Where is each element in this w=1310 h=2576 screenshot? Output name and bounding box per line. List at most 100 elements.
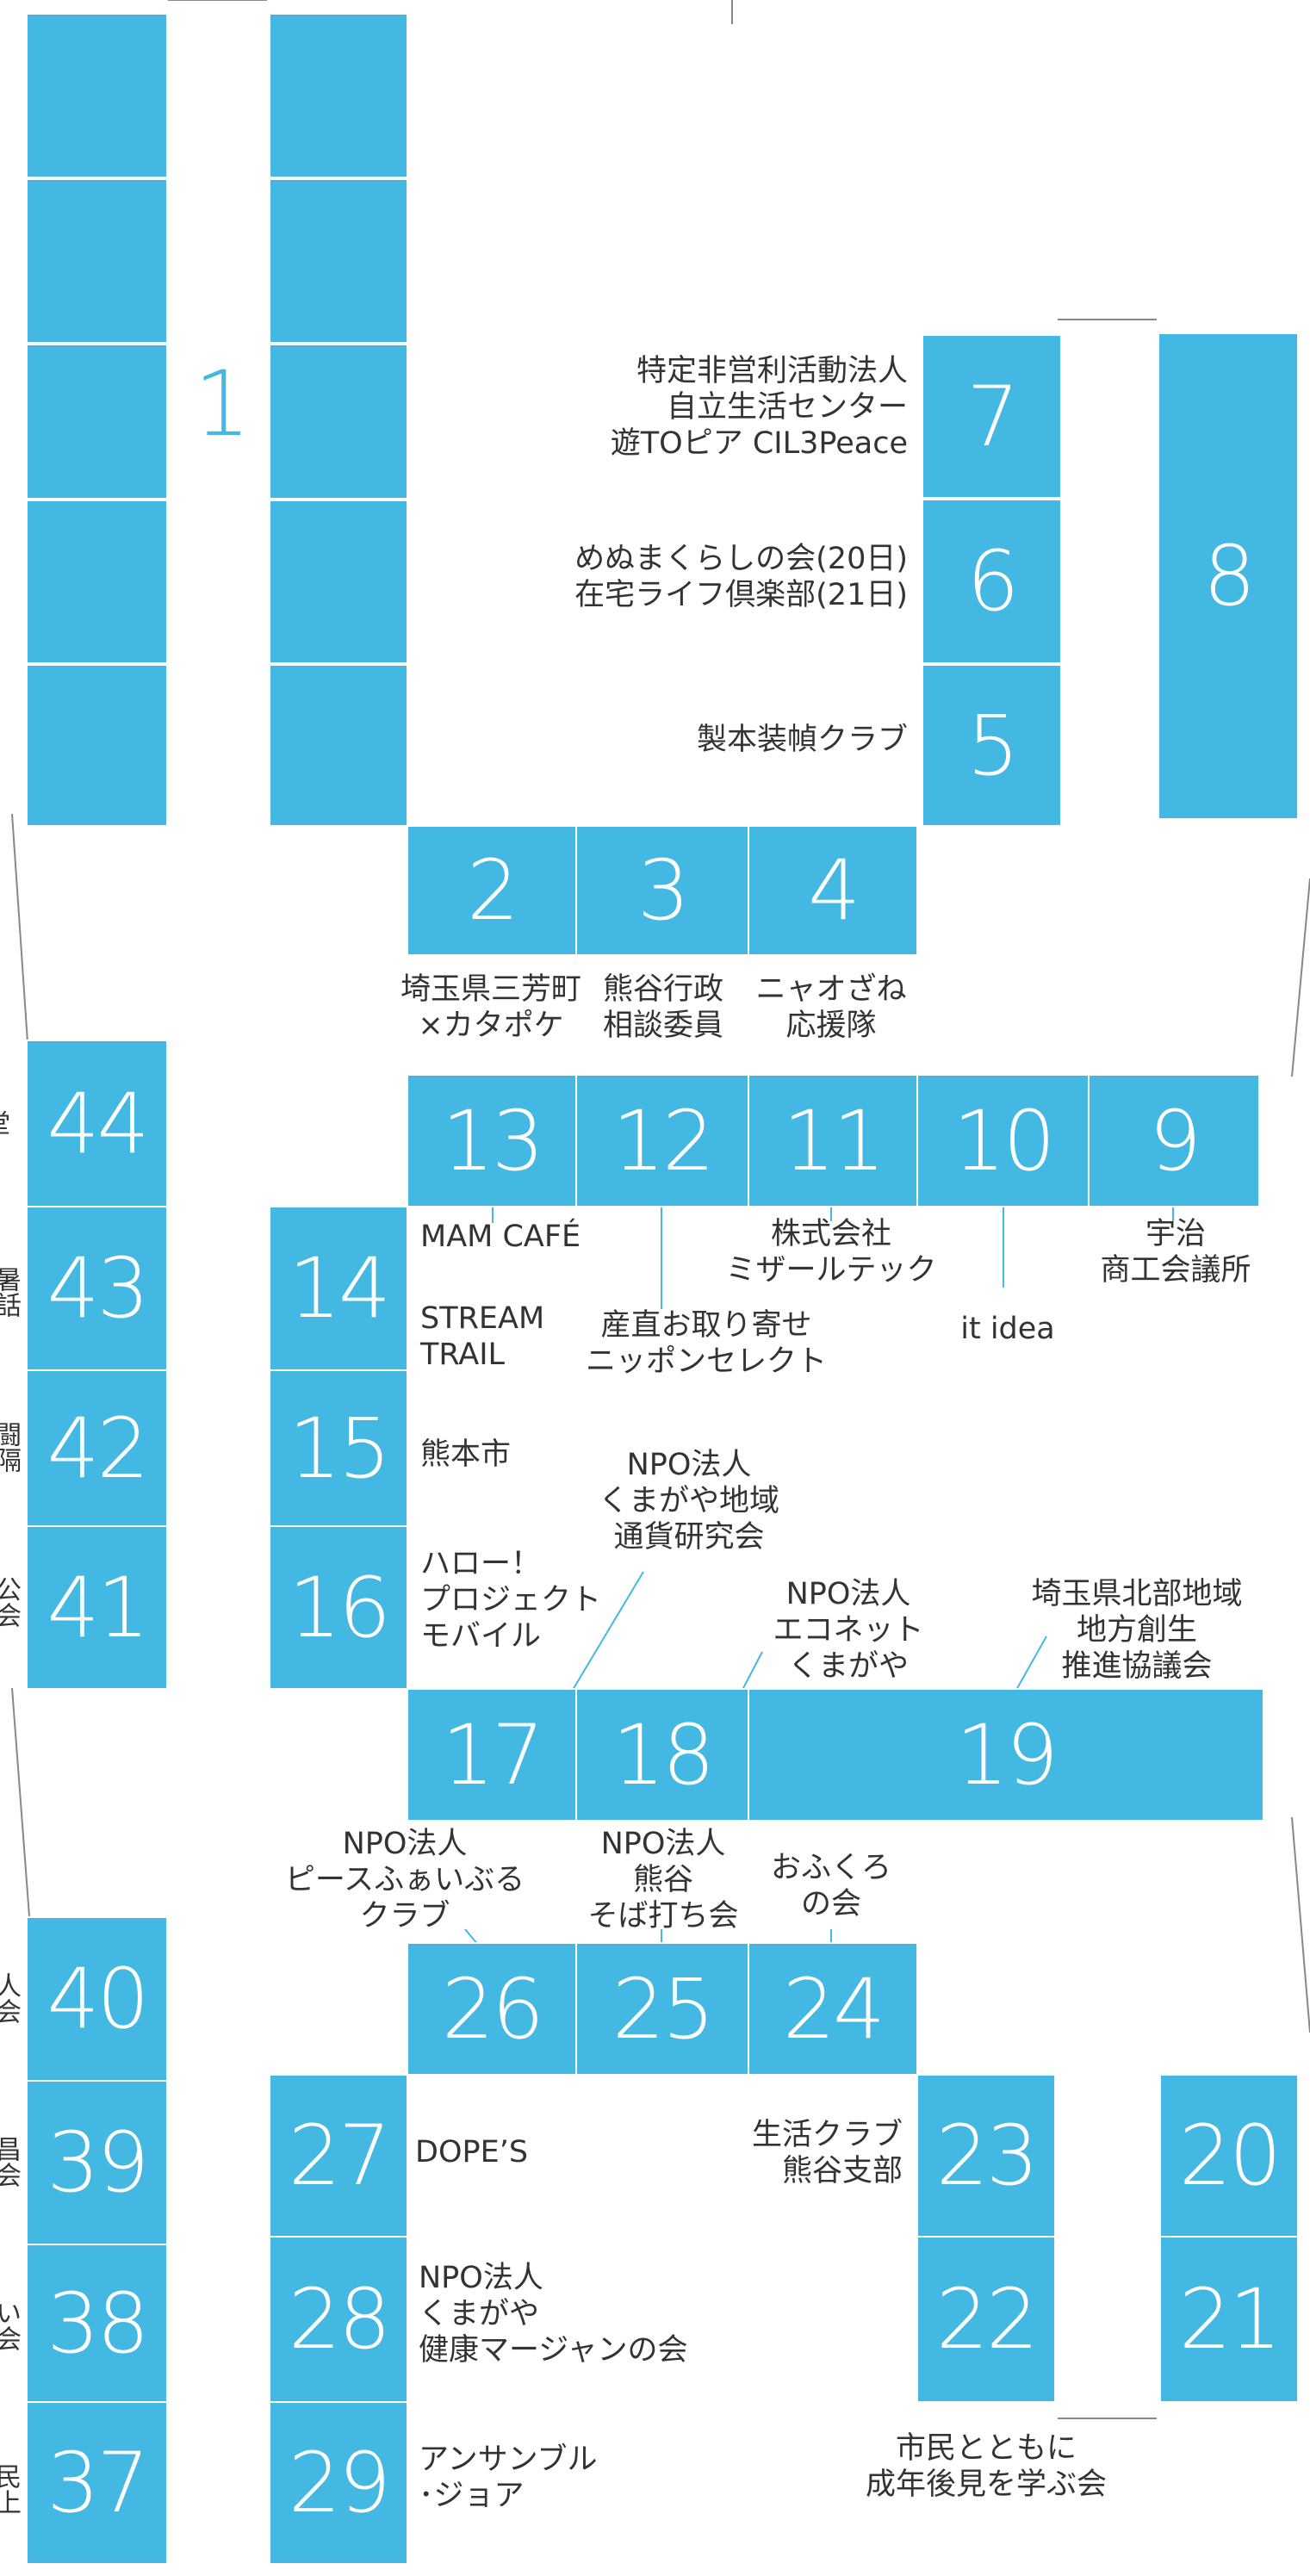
exhibitor-label-28: NPO法人 くまがや 健康マージャンの会: [419, 2261, 688, 2368]
cut-label-43: 暑話: [0, 1266, 21, 1318]
booth-number: 11: [782, 1092, 885, 1189]
booth-number: 4: [807, 842, 860, 939]
booth-16[interactable]: 16: [269, 1525, 408, 1690]
booth-number: 2: [466, 842, 519, 939]
booth-3[interactable]: 3: [575, 825, 749, 956]
exhibitor-label-26: NPO法人 ピースふぁいぶる クラブ: [284, 1827, 525, 1934]
booth-area1-5[interactable]: [269, 664, 408, 827]
exhibitor-label-16: ハロー！ プロジェクト モバイル: [420, 1547, 602, 1654]
booth-28[interactable]: 28: [269, 2236, 408, 2403]
booth-area1-2[interactable]: [269, 178, 408, 344]
booth-12[interactable]: 12: [575, 1074, 749, 1207]
booth-15[interactable]: 15: [269, 1369, 408, 1527]
booth-area1-3[interactable]: [269, 344, 408, 500]
booth-number: 14: [288, 1240, 391, 1337]
booth-5[interactable]: 5: [922, 664, 1062, 827]
exhibitor-label-22: 市民とともに 成年後見を学ぶ会: [865, 2431, 1107, 2502]
booth-left-col-1[interactable]: [26, 13, 168, 178]
booth-41[interactable]: 41: [26, 1525, 168, 1690]
booth-number: 18: [612, 1706, 715, 1803]
booth-area1-4[interactable]: [269, 500, 408, 664]
exhibitor-label-4: ニャオざね 応援隊: [755, 972, 907, 1043]
exhibitor-label-7: 特定非営利活動法人 自立生活センター 遊TOピア CIL3Peace: [610, 354, 908, 461]
booth-42[interactable]: 42: [26, 1369, 168, 1527]
booth-22[interactable]: 22: [916, 2236, 1056, 2403]
booth-8[interactable]: 8: [1159, 334, 1297, 818]
exhibitor-label-5: 製本装幀クラブ: [696, 723, 908, 757]
booth-number: 9: [1148, 1092, 1201, 1189]
booth-number: 38: [47, 2275, 149, 2372]
booth-number: 44: [47, 1075, 149, 1172]
exhibitor-label-12: 産直お取り寄せ ニッポンセレクト: [585, 1308, 827, 1379]
leader-18: [742, 1651, 763, 1691]
exhibitor-label-6: めぬまくらしの会(20日) 在宅ライフ倶楽部(21日): [574, 542, 908, 612]
booth-left-col-4[interactable]: [26, 500, 168, 664]
booth-number: 27: [288, 2107, 391, 2204]
area-number-1: 1: [194, 351, 251, 456]
booth-26[interactable]: 26: [407, 1942, 577, 2076]
exhibitor-label-27: DOPE’S: [415, 2135, 529, 2169]
exhibitor-label-13: MAM CAFÉ: [420, 1220, 581, 1254]
exhibitor-label-29: アンサンブル ･ジョア: [419, 2443, 598, 2513]
cut-label-39: 昌会: [0, 2136, 21, 2188]
booth-18[interactable]: 18: [575, 1688, 749, 1822]
booth-left-col-3[interactable]: [26, 344, 168, 500]
booth-number: 23: [935, 2107, 1039, 2204]
booth-number: 37: [47, 2435, 149, 2531]
booth-left-col-5[interactable]: [26, 664, 168, 827]
booth-40[interactable]: 40: [26, 1916, 168, 2082]
booth-4[interactable]: 4: [748, 825, 918, 956]
booth-number: 21: [1178, 2271, 1282, 2368]
booth-6[interactable]: 6: [922, 499, 1062, 664]
booth-number: 26: [441, 1960, 544, 2058]
booth-7[interactable]: 7: [922, 334, 1062, 499]
booth-number: 43: [47, 1240, 149, 1337]
booth-number: 28: [288, 2271, 391, 2368]
booth-38[interactable]: 38: [26, 2244, 168, 2403]
exhibitor-label-10: it idea: [960, 1312, 1055, 1346]
booth-24[interactable]: 24: [748, 1942, 918, 2076]
exhibitor-label-18: NPO法人 エコネット くまがや: [773, 1577, 924, 1684]
booth-29[interactable]: 29: [269, 2401, 408, 2565]
booth-17[interactable]: 17: [407, 1688, 577, 1822]
wall-left-upper: [11, 813, 28, 1043]
booth-number: 5: [966, 697, 1019, 794]
booth-19[interactable]: 19: [748, 1688, 1264, 1822]
booth-14[interactable]: 14: [269, 1206, 408, 1371]
exhibitor-label-15: 熊本市: [420, 1437, 512, 1472]
booth-44[interactable]: 44: [26, 1040, 168, 1207]
booth-number: 41: [47, 1559, 149, 1656]
booth-left-col-2[interactable]: [26, 178, 168, 344]
booth-39[interactable]: 39: [26, 2080, 168, 2245]
exhibitor-label-17: NPO法人 くまがや地域 通貨研究会: [598, 1448, 779, 1555]
booth-number: 19: [955, 1706, 1059, 1803]
booth-area1-1[interactable]: [269, 13, 408, 178]
booth-number: 7: [966, 368, 1019, 465]
booth-number: 29: [288, 2435, 391, 2531]
cut-label-37: 民上: [0, 2463, 21, 2515]
booth-37[interactable]: 37: [26, 2401, 168, 2565]
booth-10[interactable]: 10: [916, 1074, 1090, 1207]
wall-right-lower: [1291, 1816, 1310, 2033]
cut-label-41: 公会: [0, 1576, 21, 1628]
wall-left-lower: [11, 1687, 30, 1917]
booth-number: 3: [636, 842, 690, 939]
leader-19: [1015, 1636, 1047, 1691]
booth-27[interactable]: 27: [269, 2074, 408, 2238]
booth-2[interactable]: 2: [407, 825, 577, 956]
exhibitor-label-19: 埼玉県北部地域 地方創生 推進協議会: [1031, 1577, 1243, 1684]
booth-13[interactable]: 13: [407, 1074, 577, 1207]
cut-label-38: い会: [0, 2300, 21, 2351]
booth-20[interactable]: 20: [1159, 2074, 1299, 2238]
booth-43[interactable]: 43: [26, 1206, 168, 1371]
booth-number: 16: [288, 1559, 391, 1656]
booth-number: 15: [288, 1400, 391, 1497]
booth-number: 22: [935, 2271, 1039, 2368]
exhibitor-label-25: NPO法人 熊谷 そば打ち会: [587, 1827, 739, 1934]
booth-9[interactable]: 9: [1088, 1074, 1260, 1207]
booth-number: 17: [441, 1706, 544, 1803]
booth-23[interactable]: 23: [916, 2074, 1056, 2238]
booth-25[interactable]: 25: [575, 1942, 749, 2076]
booth-11[interactable]: 11: [748, 1074, 918, 1207]
booth-21[interactable]: 21: [1159, 2236, 1299, 2403]
